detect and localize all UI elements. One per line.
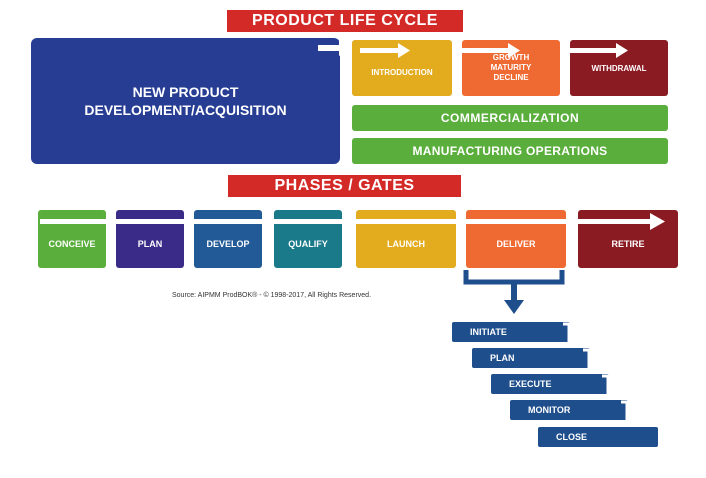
stage-introduction-label: INTRODUCTION <box>371 67 433 77</box>
source-note: Source: AIPMM ProdBOK® - © 1998-2017, Al… <box>172 292 372 299</box>
stage-arrow-icon <box>360 43 628 58</box>
phase-deliver-label: DELIVER <box>496 238 536 249</box>
step-initiate-label: INITIATE <box>470 327 507 337</box>
step-cascade-arrows-icon <box>563 322 631 426</box>
step-execute-label: EXECUTE <box>509 379 552 389</box>
step-monitor: MONITOR <box>510 400 628 420</box>
new-product-label: NEW PRODUCT DEVELOPMENT/ACQUISITION <box>84 84 287 118</box>
step-initiate: INITIATE <box>452 322 570 342</box>
commercialization-label: COMMERCIALIZATION <box>440 111 580 125</box>
phase-retire-label: RETIRE <box>611 238 645 249</box>
phases-title: PHASES / GATES <box>228 175 461 197</box>
step-plan-label: PLAN <box>490 353 515 363</box>
lifecycle-title: PRODUCT LIFE CYCLE <box>227 10 463 32</box>
stage-withdrawal-label: WITHDRAWAL <box>591 63 647 73</box>
stage-growth-label: GROWTH MATURITY DECLINE <box>490 53 532 82</box>
lifecycle-arrow-icon <box>318 40 351 56</box>
step-execute: EXECUTE <box>491 374 609 394</box>
phase-launch-label: LAUNCH <box>387 238 425 249</box>
phase-plan-label: PLAN <box>137 238 163 249</box>
phase-qualify-label: QUALIFY <box>288 238 328 249</box>
phases-arrow-icon <box>40 213 665 230</box>
step-close-label: CLOSE <box>556 432 588 442</box>
phase-conceive-label: CONCEIVE <box>48 238 96 249</box>
phase-develop-label: DEVELOP <box>206 238 250 249</box>
manufacturing-label: MANUFACTURING OPERATIONS <box>412 144 608 158</box>
step-plan: PLAN <box>472 348 590 368</box>
deliver-connector-icon <box>463 270 565 314</box>
step-close: CLOSE <box>538 427 658 447</box>
manufacturing-bar: MANUFACTURING OPERATIONS <box>352 138 668 164</box>
new-product-block: NEW PRODUCT DEVELOPMENT/ACQUISITION <box>31 38 340 164</box>
step-monitor-label: MONITOR <box>528 405 571 415</box>
commercialization-bar: COMMERCIALIZATION <box>352 105 668 131</box>
